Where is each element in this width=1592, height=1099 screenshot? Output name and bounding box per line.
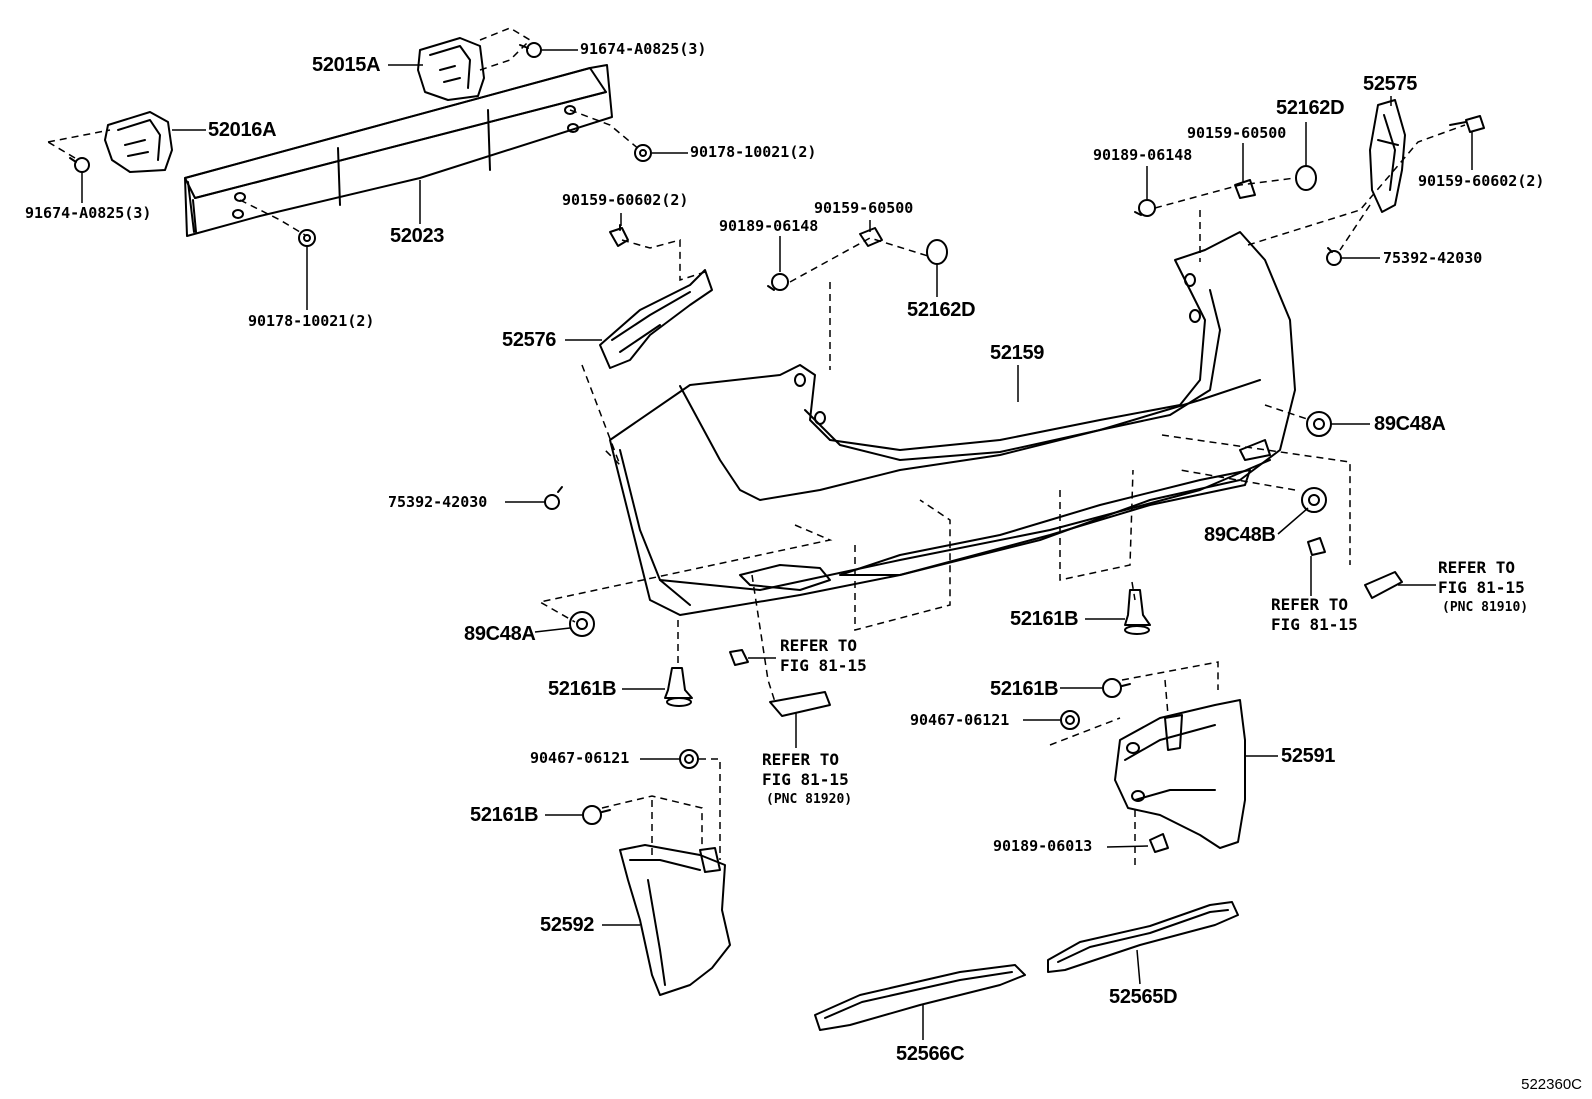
- clip-52161B-center: [1124, 589, 1151, 635]
- nut-90467-left: [679, 749, 699, 769]
- label-52566C[interactable]: 52566C: [896, 1043, 965, 1065]
- refer-line1: REFER TO: [780, 636, 858, 655]
- clip-90189-06148-mid: [767, 273, 789, 291]
- screw-75392-right: [1326, 247, 1342, 266]
- diagram-code: 522360C: [1521, 1076, 1582, 1093]
- label-52592[interactable]: 52592: [540, 914, 595, 936]
- retainer-52576: [599, 269, 713, 369]
- nut-89C48B: [1301, 487, 1327, 513]
- clip-90159-60500-mid: [859, 227, 883, 247]
- label-52576[interactable]: 52576: [502, 329, 557, 351]
- bolt-91674-left: [69, 157, 90, 173]
- label-75392-42030-left[interactable]: 75392-42030: [388, 493, 488, 511]
- mudguard-52591: [1114, 699, 1246, 849]
- label-52162D-right[interactable]: 52162D: [1276, 97, 1345, 119]
- refer-line1: REFER TO: [762, 750, 840, 769]
- clip-52161B-upper-right: [1102, 678, 1131, 698]
- label-90467-06121-right[interactable]: 90467-06121: [910, 711, 1010, 729]
- label-90159-60602-left[interactable]: 90159-60602(2): [562, 191, 689, 209]
- label-52161B-left[interactable]: 52161B: [548, 678, 617, 700]
- refer-line2: FIG 81-15: [762, 770, 849, 789]
- label-52161B-upper-right[interactable]: 52161B: [990, 678, 1059, 700]
- clip-52161B-lower-left: [582, 805, 611, 825]
- retainer-52575: [1369, 99, 1406, 213]
- label-52575[interactable]: 52575: [1363, 73, 1418, 95]
- nut-90178-bottom: [298, 229, 316, 247]
- label-90159-60602-right[interactable]: 90159-60602(2): [1418, 172, 1545, 190]
- label-90178-10021-right[interactable]: 90178-10021(2): [690, 143, 817, 161]
- label-52015A[interactable]: 52015A: [312, 54, 381, 76]
- refer-line1: REFER TO: [1438, 558, 1516, 577]
- label-90178-10021-bottom[interactable]: 90178-10021(2): [248, 312, 375, 330]
- refer-line2: FIG 81-15: [1271, 615, 1358, 634]
- clip-90159-60500-right: [1234, 179, 1256, 199]
- label-52161B-lower-left[interactable]: 52161B: [470, 804, 539, 826]
- clip-90189-06148-right: [1134, 199, 1156, 217]
- refer-line2: FIG 81-15: [780, 656, 867, 675]
- refer-note-center-lower[interactable]: REFER TO FIG 81-15 (PNC 81920): [762, 750, 852, 810]
- mudguard-52592: [619, 844, 731, 996]
- strip-52566C: [814, 964, 1026, 1031]
- label-52591[interactable]: 52591: [1281, 745, 1336, 767]
- label-52565D[interactable]: 52565D: [1109, 986, 1178, 1008]
- bolt-90159-60602-left: [609, 224, 629, 247]
- refer-note-right-upper[interactable]: REFER TO FIG 81-15 (PNC 81910): [1438, 558, 1528, 618]
- bolt-lamp-refer-right: [1307, 537, 1326, 556]
- refer-note-right-lower[interactable]: REFER TO FIG 81-15: [1271, 595, 1358, 635]
- label-90189-06148-right[interactable]: 90189-06148: [1093, 146, 1193, 164]
- label-52159[interactable]: 52159: [990, 342, 1045, 364]
- label-90467-06121-left[interactable]: 90467-06121: [530, 749, 630, 767]
- refer-line1: REFER TO: [1271, 595, 1349, 614]
- label-90189-06013[interactable]: 90189-06013: [993, 837, 1093, 855]
- label-52016A[interactable]: 52016A: [208, 119, 277, 141]
- clip-90189-06013: [1149, 833, 1169, 853]
- label-52161B-center[interactable]: 52161B: [1010, 608, 1079, 630]
- cap-52162D-right: [1295, 165, 1317, 191]
- clip-52161B-left: [664, 667, 693, 707]
- label-91674-A0825-left[interactable]: 91674-A0825(3): [25, 204, 152, 222]
- label-90159-60500-mid[interactable]: 90159-60500: [814, 199, 914, 217]
- reinforcement-52023: [184, 64, 613, 237]
- label-75392-42030-right[interactable]: 75392-42030: [1383, 249, 1483, 267]
- nut-89C48A-left: [569, 611, 595, 637]
- label-52162D-mid[interactable]: 52162D: [907, 299, 976, 321]
- screw-75392-left: [544, 486, 563, 510]
- cap-52162D-mid: [926, 239, 948, 265]
- bolt-91674-top: [519, 42, 542, 58]
- label-90159-60500-right[interactable]: 90159-60500: [1187, 124, 1287, 142]
- reflector-right: [1364, 571, 1403, 599]
- label-89C48B[interactable]: 89C48B: [1204, 524, 1276, 546]
- refer-line2: FIG 81-15: [1438, 578, 1525, 597]
- label-91674-A0825-top[interactable]: 91674-A0825(3): [580, 40, 707, 58]
- bracket-52015A: [417, 37, 485, 101]
- pnc-81910: (PNC 81910): [1442, 600, 1529, 615]
- bumper-cover-52159: [609, 231, 1296, 616]
- nut-90467-right: [1060, 710, 1080, 730]
- bracket-52016A: [104, 111, 173, 173]
- refer-note-center-upper[interactable]: REFER TO FIG 81-15: [780, 636, 867, 676]
- bolt-90159-60602-right: [1449, 115, 1485, 133]
- pnc-81920: (PNC 81920): [766, 792, 853, 807]
- nut-90178-right: [634, 144, 652, 162]
- label-89C48A-left[interactable]: 89C48A: [464, 623, 536, 645]
- label-90189-06148-mid[interactable]: 90189-06148: [719, 217, 819, 235]
- label-52023[interactable]: 52023: [390, 225, 445, 247]
- label-89C48A-right[interactable]: 89C48A: [1374, 413, 1446, 435]
- reflector-center: [769, 691, 831, 717]
- bolt-lamp-refer-center: [729, 649, 749, 666]
- strip-52565D: [1047, 901, 1239, 973]
- nut-89C48A-right: [1306, 411, 1332, 437]
